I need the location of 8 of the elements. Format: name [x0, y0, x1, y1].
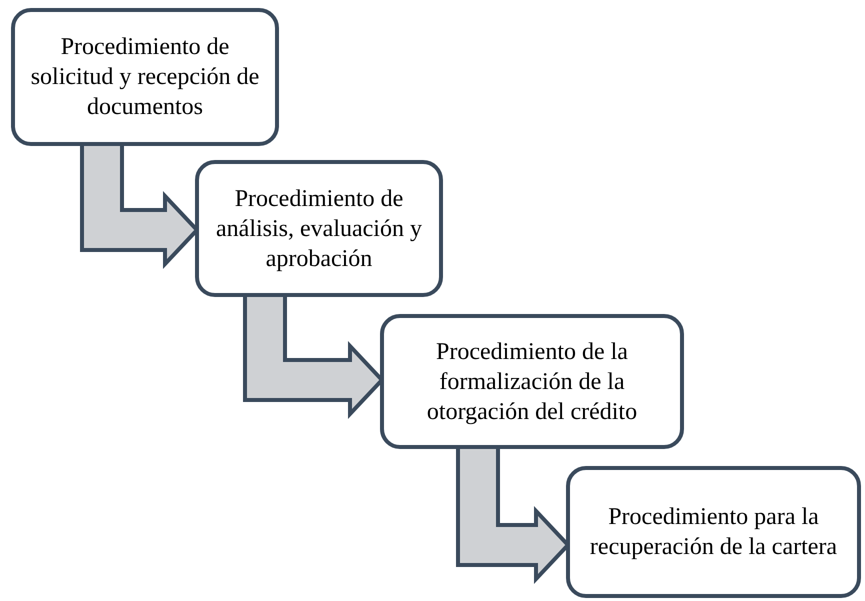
box-label: Procedimiento de la formalización de la otorgación del crédito: [426, 338, 638, 426]
box-label: Procedimiento de análisis, evaluación y aprobación: [215, 184, 423, 274]
process-box: [11, 8, 279, 146]
process-box: [195, 160, 443, 297]
process-box: [380, 314, 684, 449]
process-box: [566, 466, 861, 598]
box-label: Procedimiento de solicitud y recepción de documentos: [30, 33, 260, 122]
box-label: Procedimiento para la recuperación de la cartera: [588, 503, 838, 562]
